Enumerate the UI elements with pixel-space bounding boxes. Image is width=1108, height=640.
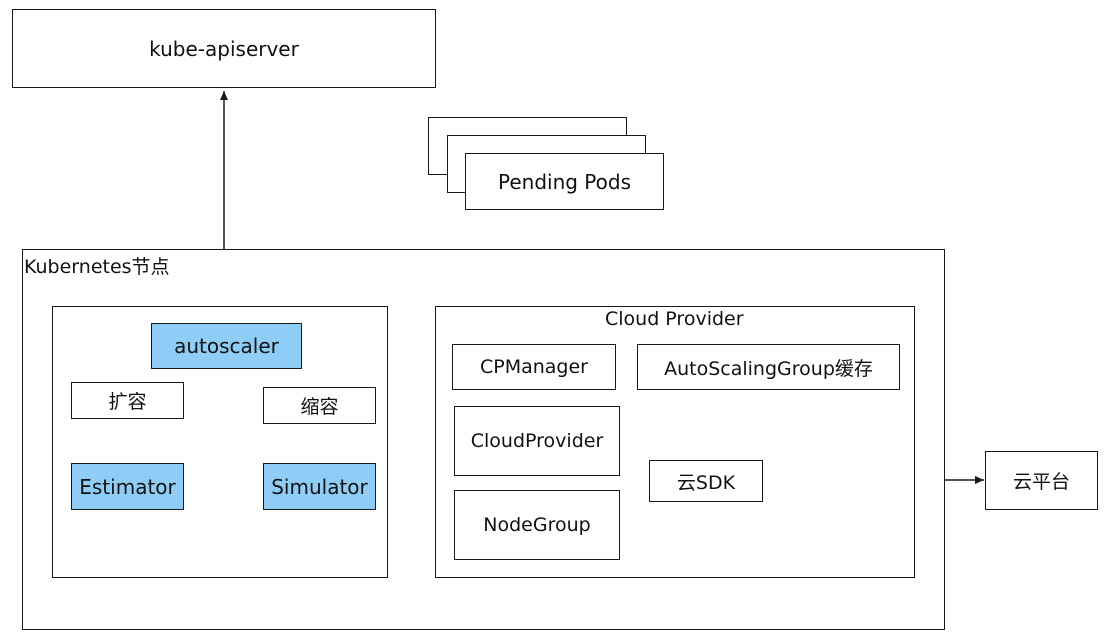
kube-apiserver-box: kube-apiserver [12, 9, 436, 88]
asg-cache-box: AutoScalingGroup缓存 [637, 344, 900, 390]
cloud-sdk-label: 云SDK [676, 471, 736, 494]
kube-apiserver-label: kube-apiserver [149, 36, 299, 61]
autoscaler-label: autoscaler [174, 334, 279, 358]
scale-up-box: 扩容 [71, 382, 184, 419]
cloudprovider-box: CloudProvider [454, 406, 620, 476]
estimator-label: Estimator [79, 474, 176, 499]
pending-pods-label: Pending Pods [497, 169, 631, 194]
cloud-sdk-box: 云SDK [649, 460, 763, 502]
cloud-provider-title: Cloud Provider [605, 308, 744, 330]
scale-down-label: 缩容 [300, 396, 339, 418]
nodegroup-box: NodeGroup [454, 490, 620, 560]
estimator-box: Estimator [71, 463, 184, 510]
cloud-platform-label: 云平台 [1012, 471, 1070, 493]
pending-pods-box: Pending Pods [465, 153, 664, 210]
scale-down-box: 缩容 [263, 387, 376, 424]
cloudprovider-label: CloudProvider [470, 430, 604, 452]
scale-up-label: 扩容 [108, 391, 147, 413]
asg-cache-label: AutoScalingGroup缓存 [664, 357, 873, 380]
cpmanager-label: CPManager [479, 356, 588, 378]
kubernetes-node-label: Kubernetes节点 [24, 256, 170, 278]
cloud-platform-box: 云平台 [985, 451, 1098, 510]
nodegroup-label: NodeGroup [483, 514, 591, 536]
simulator-box: Simulator [263, 463, 376, 510]
simulator-label: Simulator [271, 474, 368, 499]
autoscaler-box: autoscaler [151, 323, 302, 369]
cpmanager-box: CPManager [452, 344, 616, 390]
